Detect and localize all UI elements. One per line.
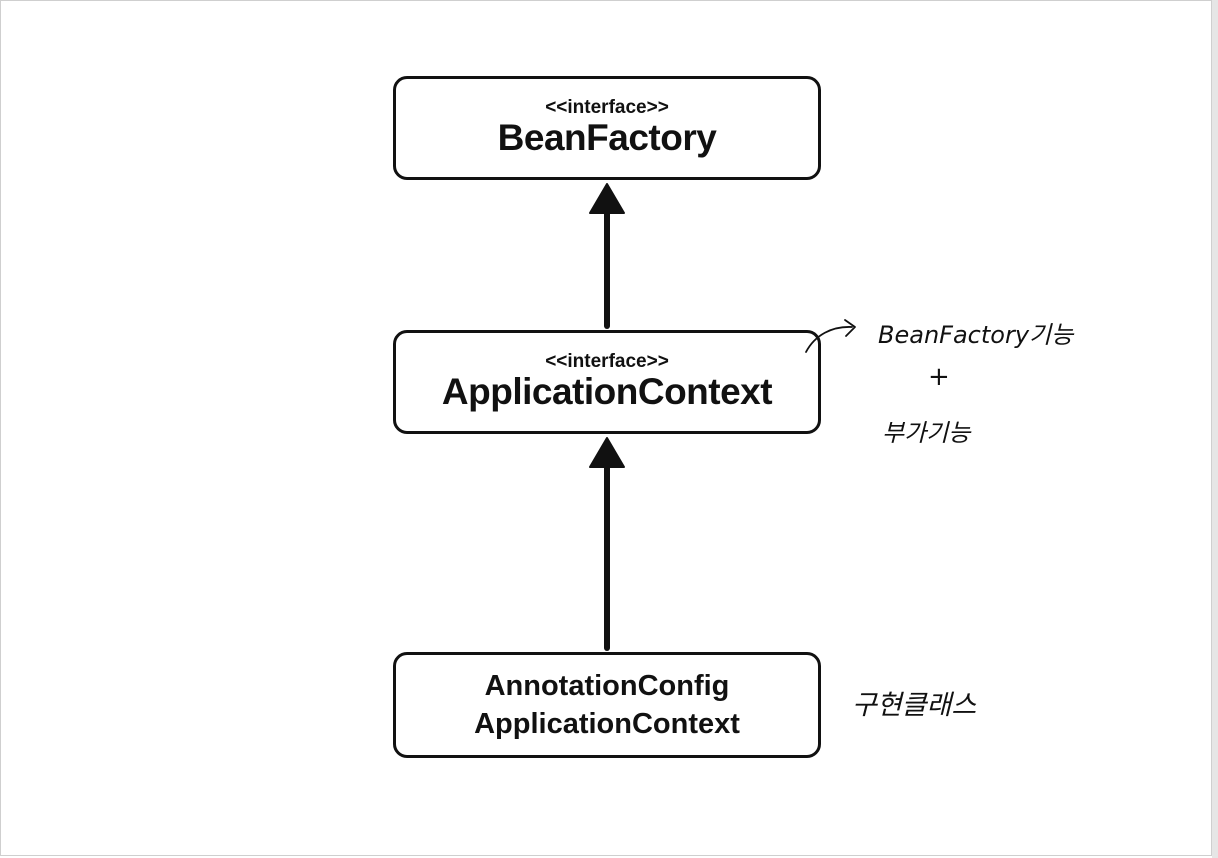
appcontext-note-line2: + [928,362,950,392]
class-name-line2: ApplicationContext [474,708,740,740]
class-name: ApplicationContext [441,371,773,412]
appcontext-note-line1: BeanFactory기능 [878,321,1075,349]
class-name: BeanFactory [497,117,717,158]
stereotype-label: <<interface>> [545,97,669,118]
appcontext-note-line3: 부가기능 [882,419,972,447]
class-name-line1: AnnotationConfig [484,670,730,702]
annotation-note: 구현클래스 [852,690,976,721]
applicationcontext-interface-box: <<interface>> ApplicationContext [393,330,821,434]
stereotype-label: <<interface>> [545,351,669,372]
annotationconfig-applicationcontext-box: AnnotationConfig ApplicationContext [393,652,821,758]
handwritten-arrow-icon [805,319,856,353]
inheritance-arrow-appcontext [589,437,625,651]
beanfactory-interface-box: <<interface>> BeanFactory [393,76,821,180]
inheritance-arrow-beanfactory [589,183,625,329]
window-edge [1212,0,1218,858]
